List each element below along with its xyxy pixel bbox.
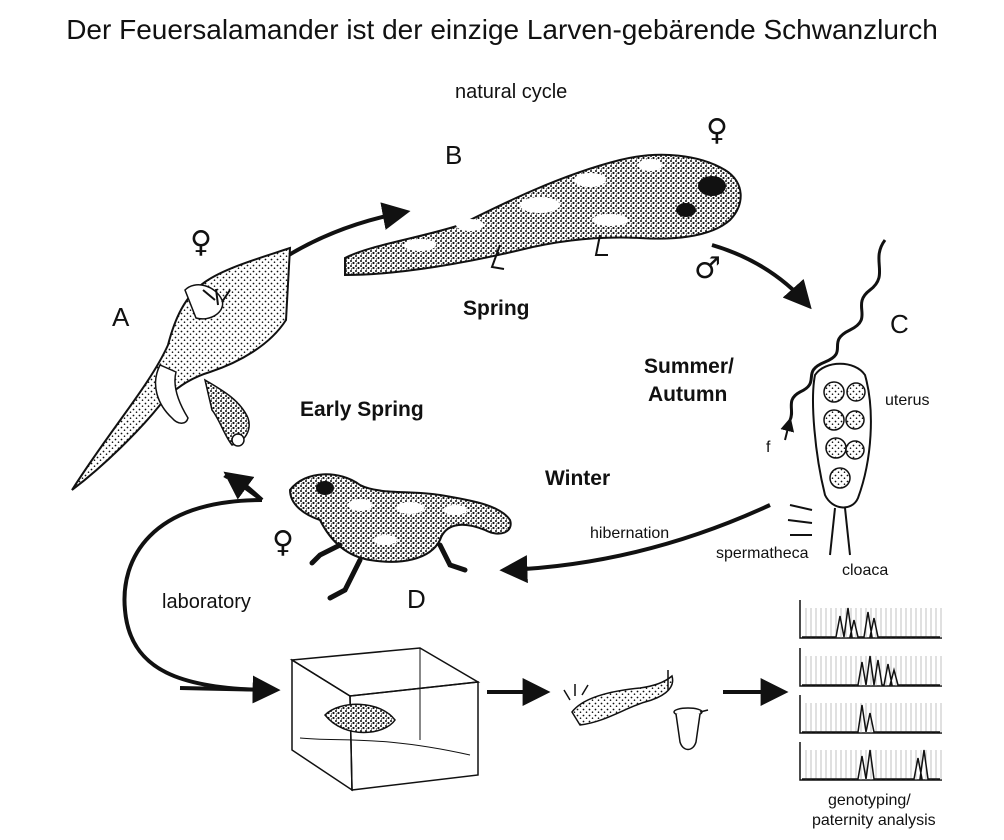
label-spring: Spring xyxy=(463,297,530,320)
larva-illustration xyxy=(564,670,673,725)
label-autumn: Autumn xyxy=(648,383,727,406)
label-natural-cycle: natural cycle xyxy=(455,81,567,103)
salamander-d-illustration xyxy=(290,474,511,598)
label-uterus: uterus xyxy=(885,392,929,409)
label-stage-d: D xyxy=(407,584,426,614)
label-laboratory: laboratory xyxy=(162,591,251,613)
label-paternity-analysis: paternity analysis xyxy=(812,812,936,829)
label-spermatheca: spermatheca xyxy=(716,545,809,562)
male-symbol-b: ♂ xyxy=(694,251,721,286)
label-stage-a: A xyxy=(112,302,130,332)
female-symbol-b: ♀ xyxy=(706,113,728,148)
label-genotyping: genotyping/ xyxy=(828,792,911,809)
salamander-b-illustration xyxy=(345,155,741,275)
label-winter: Winter xyxy=(545,467,610,490)
label-cloaca: cloaca xyxy=(842,562,888,579)
salamander-a-illustration xyxy=(72,248,290,490)
label-f-marker: f xyxy=(766,439,771,456)
sample-tube-icon xyxy=(674,708,708,750)
reproductive-tract-illustration xyxy=(785,240,885,555)
arrow-b-to-c xyxy=(712,245,808,305)
female-symbol-a: ♀ xyxy=(190,225,212,260)
genotyping-panels xyxy=(800,600,942,780)
label-stage-b: B xyxy=(445,140,462,170)
laboratory-tank-illustration xyxy=(292,648,478,790)
arrow-lab-to-tank xyxy=(180,688,275,690)
label-early-spring: Early Spring xyxy=(300,398,424,421)
label-summer: Summer/ xyxy=(644,355,734,378)
label-hibernation: hibernation xyxy=(590,525,669,542)
arrow-lab-to-a xyxy=(228,475,262,500)
female-symbol-d: ♀ xyxy=(272,525,294,560)
arrow-lab-loop xyxy=(124,476,275,690)
label-stage-c: C xyxy=(890,309,909,339)
